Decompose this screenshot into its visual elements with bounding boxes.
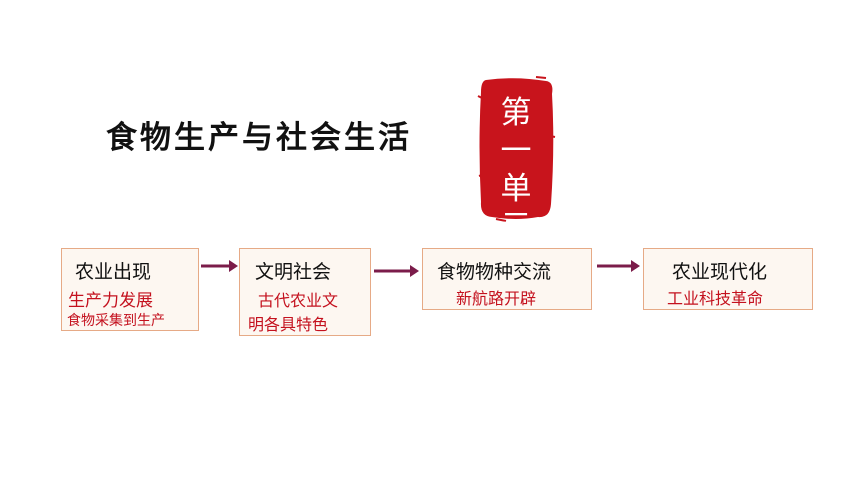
seal-background — [477, 76, 556, 222]
flow-arrow-1 — [201, 260, 238, 272]
seal-char-3: 单 — [500, 171, 532, 207]
flow-arrow-3 — [597, 260, 640, 272]
stage-desc-line: 明各具特色 — [248, 315, 329, 334]
stage-desc-line: 工业科技革命 — [667, 289, 764, 308]
stage-title: 农业现代化 — [672, 261, 768, 283]
stage-agriculture-emergence: 农业出现 生产力发展 食物采集到生产 — [61, 248, 199, 331]
stage-desc-line: 新航路开辟 — [456, 289, 537, 308]
seal-char-2: 一 — [500, 133, 532, 169]
stage-civilized-society: 文明社会 古代农业文 明各具特色 — [239, 248, 371, 336]
seal-char-1: 第 — [500, 95, 532, 131]
stage-title: 食物物种交流 — [437, 261, 552, 283]
unit-seal: 第 一 单 元 — [476, 76, 556, 245]
stage-title: 农业出现 — [75, 261, 152, 283]
flow-arrow-2 — [374, 265, 419, 277]
stage-species-exchange: 食物物种交流 新航路开辟 — [422, 248, 592, 310]
unit-title: 食物生产与社会生活 — [106, 120, 412, 156]
stage-desc-line: 古代农业文 — [258, 291, 339, 310]
stage-agriculture-modernization: 农业现代化 工业科技革命 — [643, 248, 813, 310]
stage-title: 文明社会 — [255, 261, 332, 283]
stage-desc-line: 生产力发展 — [68, 291, 153, 311]
stage-desc-line: 食物采集到生产 — [67, 313, 165, 329]
seal-char-4: 元 — [500, 209, 532, 245]
